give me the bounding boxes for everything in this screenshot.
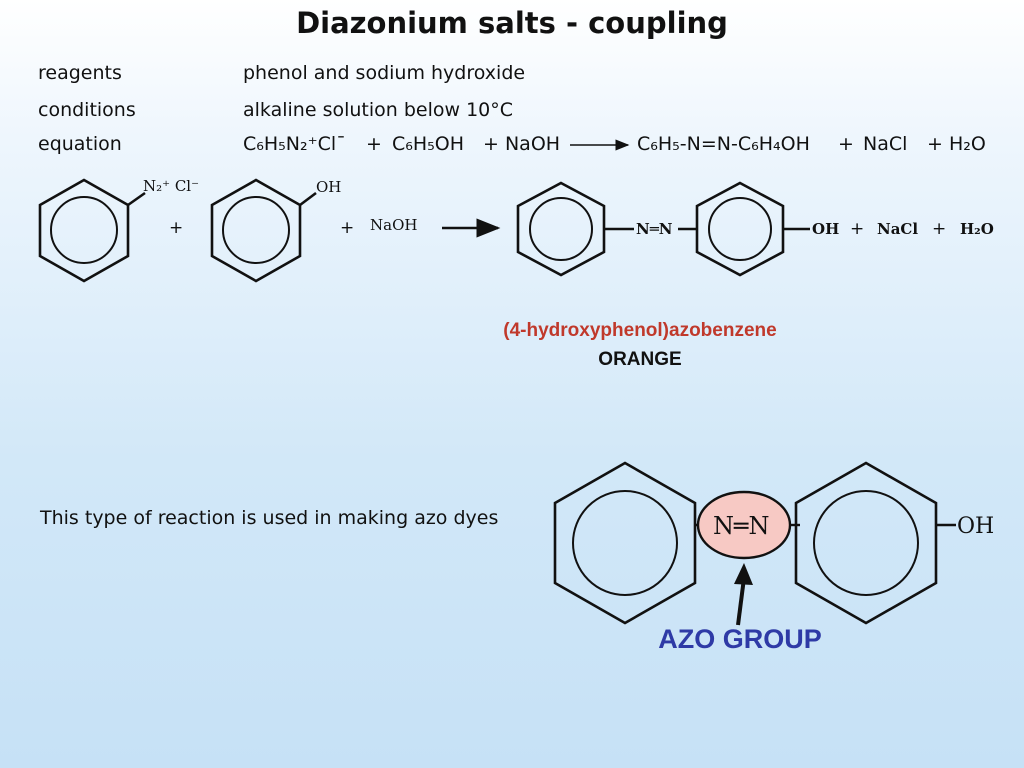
product-oh-label: OH	[812, 220, 839, 238]
reagents-value: phenol and sodium hydroxide	[243, 62, 526, 84]
conditions-value: alkaline solution below 10°C	[243, 99, 514, 121]
azo-group-callout-label: AZO GROUP	[658, 624, 822, 654]
scheme-plus-4: +	[932, 219, 946, 239]
azo-link-label: N═N	[713, 512, 769, 540]
equation-reactant-phenol: C₆H₅OH	[392, 133, 465, 155]
equation-reactant-diazonium: C₆H₅N₂⁺Cl¯	[243, 133, 346, 155]
product-name: (4-hydroxyphenol)azobenzene	[503, 320, 777, 341]
scheme-naoh-label: NaOH	[370, 216, 417, 234]
product-ring-right	[695, 181, 785, 277]
conditions-label: conditions	[38, 99, 136, 121]
equation-product-azo: C₆H₅-N=N-C₆H₄OH	[637, 133, 810, 155]
usage-text: This type of reaction is used in making …	[40, 507, 499, 529]
equation-reactant-naoh: + NaOH	[483, 133, 561, 155]
scheme-plus-2: +	[340, 218, 354, 238]
scheme-plus-3: +	[850, 219, 864, 239]
equation-product-water: + H₂O	[927, 133, 986, 155]
azo-oh-label: OH	[957, 514, 994, 539]
equation-plus-2: +	[838, 133, 854, 155]
azo-ring-left	[553, 461, 697, 625]
diazonium-group-label: N₂⁺ Cl⁻	[143, 177, 199, 195]
equation-plus-1: +	[366, 133, 382, 155]
scheme-plus-1: +	[169, 218, 183, 238]
azo-ring-right	[794, 461, 938, 625]
slide-title: Diazonium salts - coupling	[296, 6, 728, 40]
phenol-benzene-ring	[210, 178, 317, 283]
azo-callout-arrow	[736, 577, 746, 626]
azo-callout-arrowhead	[734, 563, 753, 585]
equation-product-nacl: NaCl	[863, 133, 908, 155]
product-azo-link: N═N	[636, 220, 673, 238]
scheme-water-label: H₂O	[960, 220, 994, 238]
reagents-label: reagents	[38, 62, 122, 84]
phenol-oh-label: OH	[316, 178, 341, 196]
product-ring-left	[516, 181, 606, 277]
diazonium-benzene-ring	[38, 178, 146, 283]
equation-label: equation	[38, 133, 122, 155]
product-color: ORANGE	[598, 349, 682, 370]
scheme-nacl-label: NaCl	[877, 220, 918, 238]
